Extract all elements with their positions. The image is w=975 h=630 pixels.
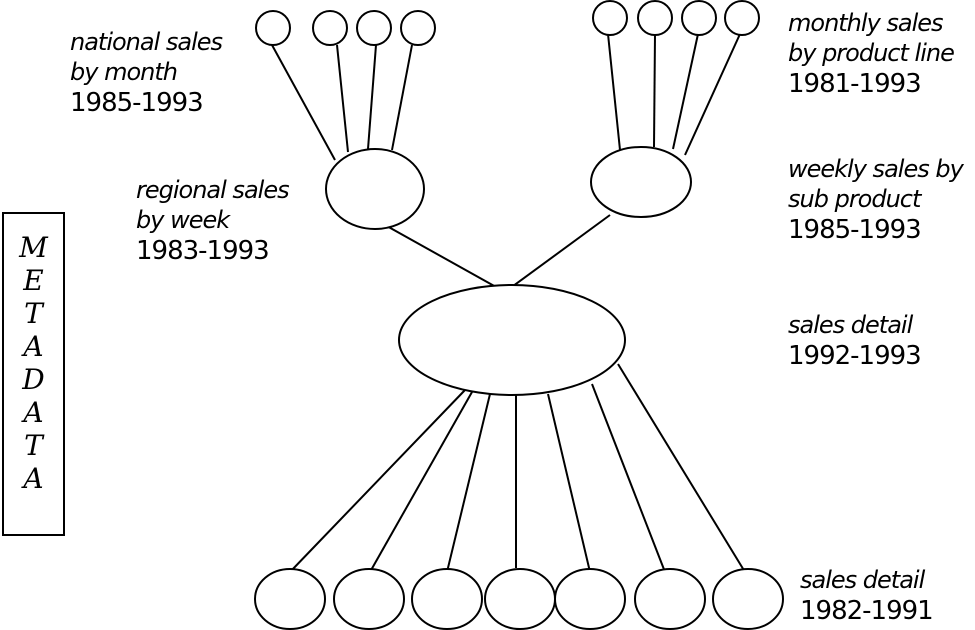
regional-sales-label: regional sales by week 1983-1993 bbox=[136, 176, 290, 268]
sales-detail-old-node bbox=[333, 568, 405, 630]
metadata-letter: T bbox=[24, 297, 43, 330]
monthly-sales-label: monthly sales by product line 1981-1993 bbox=[788, 9, 955, 101]
edge bbox=[672, 33, 699, 150]
monthly-sales-node bbox=[592, 0, 628, 36]
label-years: 1983-1993 bbox=[136, 236, 270, 266]
metadata-letter: A bbox=[23, 396, 44, 429]
edge bbox=[271, 44, 336, 161]
monthly-sales-node bbox=[637, 0, 673, 36]
edge bbox=[607, 33, 621, 151]
weekly-sales-node bbox=[590, 146, 692, 218]
sales-detail-old-node bbox=[411, 568, 483, 630]
metadata-letter: A bbox=[23, 330, 44, 363]
label-text: national sales bbox=[70, 28, 223, 56]
label-text: monthly sales bbox=[788, 9, 944, 37]
metadata-letter: E bbox=[23, 264, 44, 297]
edge bbox=[391, 44, 413, 151]
national-sales-node bbox=[400, 10, 436, 46]
sales-detail-current-node bbox=[398, 284, 626, 396]
metadata-letter: A bbox=[23, 462, 44, 495]
label-text: regional sales bbox=[136, 176, 290, 204]
metadata-letter: D bbox=[22, 363, 45, 396]
label-text: by week bbox=[136, 206, 230, 234]
label-text: by month bbox=[70, 58, 178, 86]
metadata-letter: M bbox=[19, 231, 48, 264]
label-text: sub product bbox=[788, 185, 921, 213]
national-sales-node bbox=[356, 10, 392, 46]
edge bbox=[617, 363, 746, 573]
edge bbox=[547, 393, 591, 573]
edge bbox=[384, 224, 506, 293]
metadata-box: M E T A D A T A bbox=[2, 212, 65, 536]
label-years: 1992-1993 bbox=[788, 341, 922, 371]
edge bbox=[336, 44, 349, 153]
edge bbox=[446, 393, 491, 573]
edge bbox=[369, 391, 473, 573]
edge bbox=[684, 33, 741, 156]
edge bbox=[591, 383, 666, 573]
sales-detail-old-label: sales detail 1982-1991 bbox=[800, 566, 934, 628]
sales-detail-old-node bbox=[712, 568, 784, 630]
label-years: 1981-1993 bbox=[788, 69, 922, 99]
regional-sales-node bbox=[325, 148, 425, 230]
edge bbox=[504, 214, 611, 293]
label-text: weekly sales by bbox=[788, 155, 964, 183]
edge bbox=[367, 44, 377, 150]
label-text: sales detail bbox=[800, 566, 925, 594]
weekly-sales-label: weekly sales by sub product 1985-1993 bbox=[788, 155, 964, 247]
sales-detail-old-node bbox=[634, 568, 706, 630]
monthly-sales-node bbox=[724, 0, 760, 36]
label-years: 1982-1991 bbox=[800, 596, 934, 626]
sales-detail-current-label: sales detail 1992-1993 bbox=[788, 311, 922, 373]
label-text: sales detail bbox=[788, 311, 913, 339]
sales-detail-old-node bbox=[554, 568, 626, 630]
edge bbox=[289, 389, 466, 573]
sales-detail-old-node bbox=[484, 568, 556, 630]
sales-detail-old-node bbox=[254, 568, 326, 630]
label-text: by product line bbox=[788, 39, 955, 67]
national-sales-node bbox=[312, 10, 348, 46]
monthly-sales-node bbox=[681, 0, 717, 36]
edge bbox=[653, 33, 656, 148]
national-sales-node bbox=[255, 10, 291, 46]
label-years: 1985-1993 bbox=[788, 215, 922, 245]
label-years: 1985-1993 bbox=[70, 88, 204, 118]
metadata-letter: T bbox=[24, 429, 43, 462]
national-sales-label: national sales by month 1985-1993 bbox=[70, 28, 223, 120]
